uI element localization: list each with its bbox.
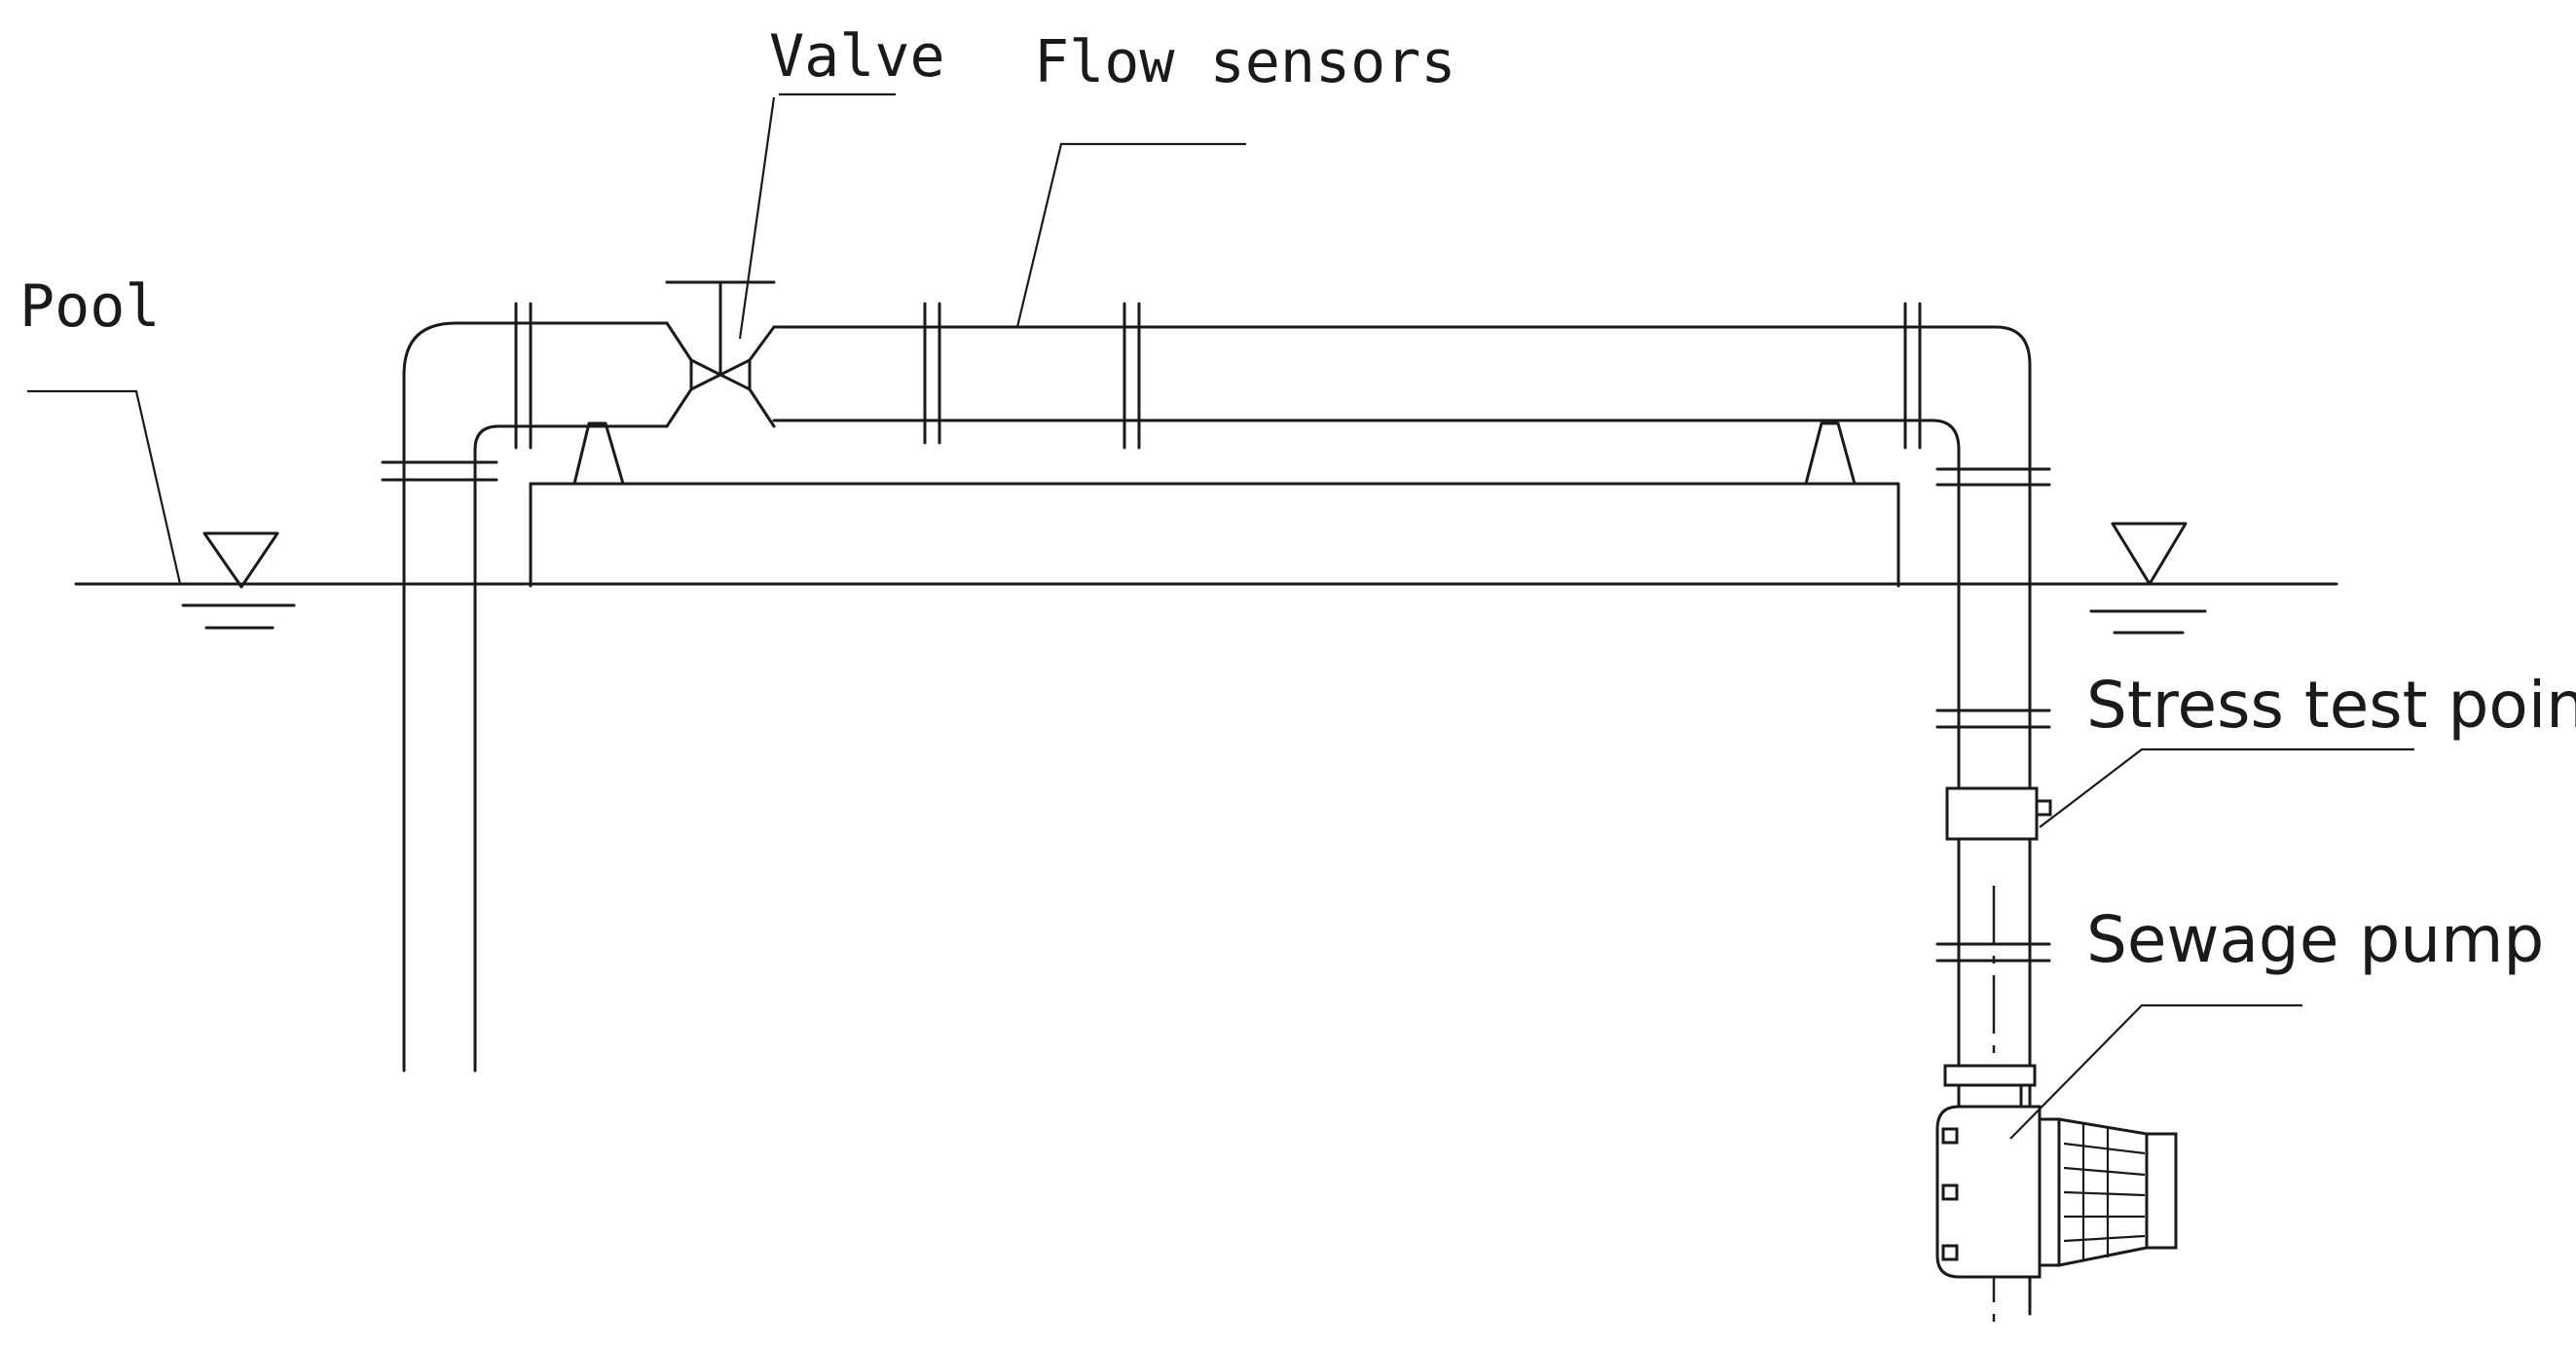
valve-label: Valve xyxy=(769,22,945,91)
support-base xyxy=(529,421,1900,588)
water-level-symbol-right xyxy=(2089,522,2207,635)
flow-sensors-label: Flow sensors xyxy=(1034,28,1455,96)
reducer-right xyxy=(748,325,776,428)
suction-pipe-left xyxy=(381,302,669,1073)
water-level-symbol-left xyxy=(181,531,296,630)
main-pipe xyxy=(772,325,2032,1316)
stress-test-point-label: Stress test point xyxy=(2086,668,2576,743)
leader-lines xyxy=(27,92,2414,1140)
valve xyxy=(665,280,776,391)
flow-sensor-flanges xyxy=(923,302,1922,450)
stress-test-point-block xyxy=(1945,786,2052,841)
sewage-pump xyxy=(1935,1064,2178,1279)
sewage-pump-label: Sewage pump xyxy=(2086,902,2544,977)
reducer-left xyxy=(665,321,693,428)
pool-label: Pool xyxy=(19,273,161,341)
